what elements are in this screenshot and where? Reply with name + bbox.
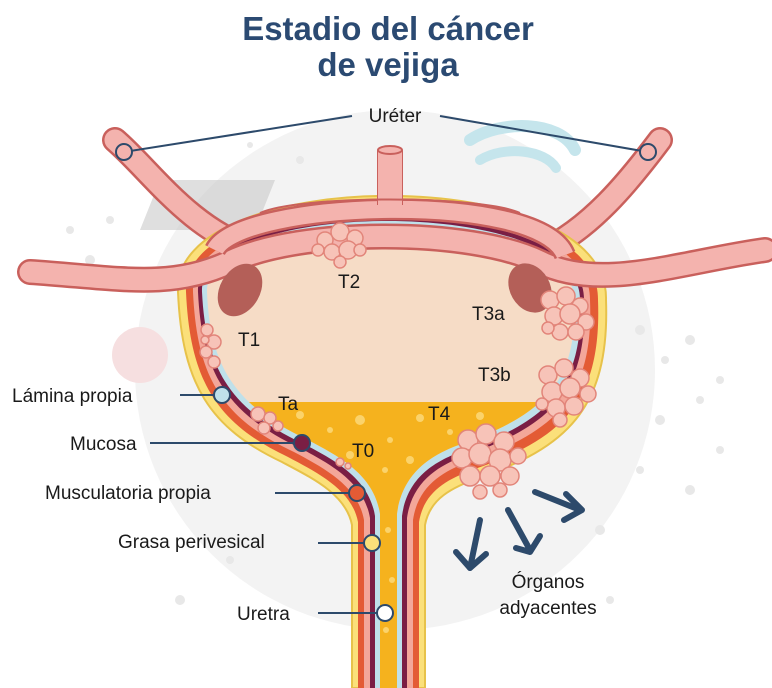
label-lamina-propia: Lámina propia (12, 386, 133, 407)
stage-label-ta: Ta (278, 394, 299, 415)
stage-label-t0: T0 (352, 441, 374, 462)
marker-lamina-propia (214, 387, 230, 403)
label-organos-line-1: Órganos (512, 571, 585, 593)
label-musculatoria-propia: Musculatoria propia (45, 483, 211, 504)
stage-label-t3b: T3b (478, 365, 511, 386)
marker-mucosa (294, 435, 310, 451)
stage-label-t1: T1 (238, 330, 260, 351)
marker-ureter-right (640, 144, 656, 160)
stage-label-t4: T4 (428, 404, 451, 425)
label-grasa-perivesical: Grasa perivesical (118, 532, 265, 553)
title-line-2: de vejiga (317, 46, 459, 83)
title-line-1: Estadio del cáncer (242, 10, 534, 47)
marker-uretra (377, 605, 393, 621)
label-ureter: Uréter (369, 106, 422, 127)
label-mucosa: Mucosa (70, 434, 137, 455)
marker-ureter-left (116, 144, 132, 160)
label-uretra: Uretra (237, 604, 290, 625)
marker-musculatoria-propia (349, 485, 365, 501)
stage-label-t3a: T3a (472, 304, 505, 325)
marker-grasa-perivesical (364, 535, 380, 551)
stage-label-t2: T2 (338, 272, 360, 293)
label-organos-line-2: adyacentes (499, 598, 596, 619)
